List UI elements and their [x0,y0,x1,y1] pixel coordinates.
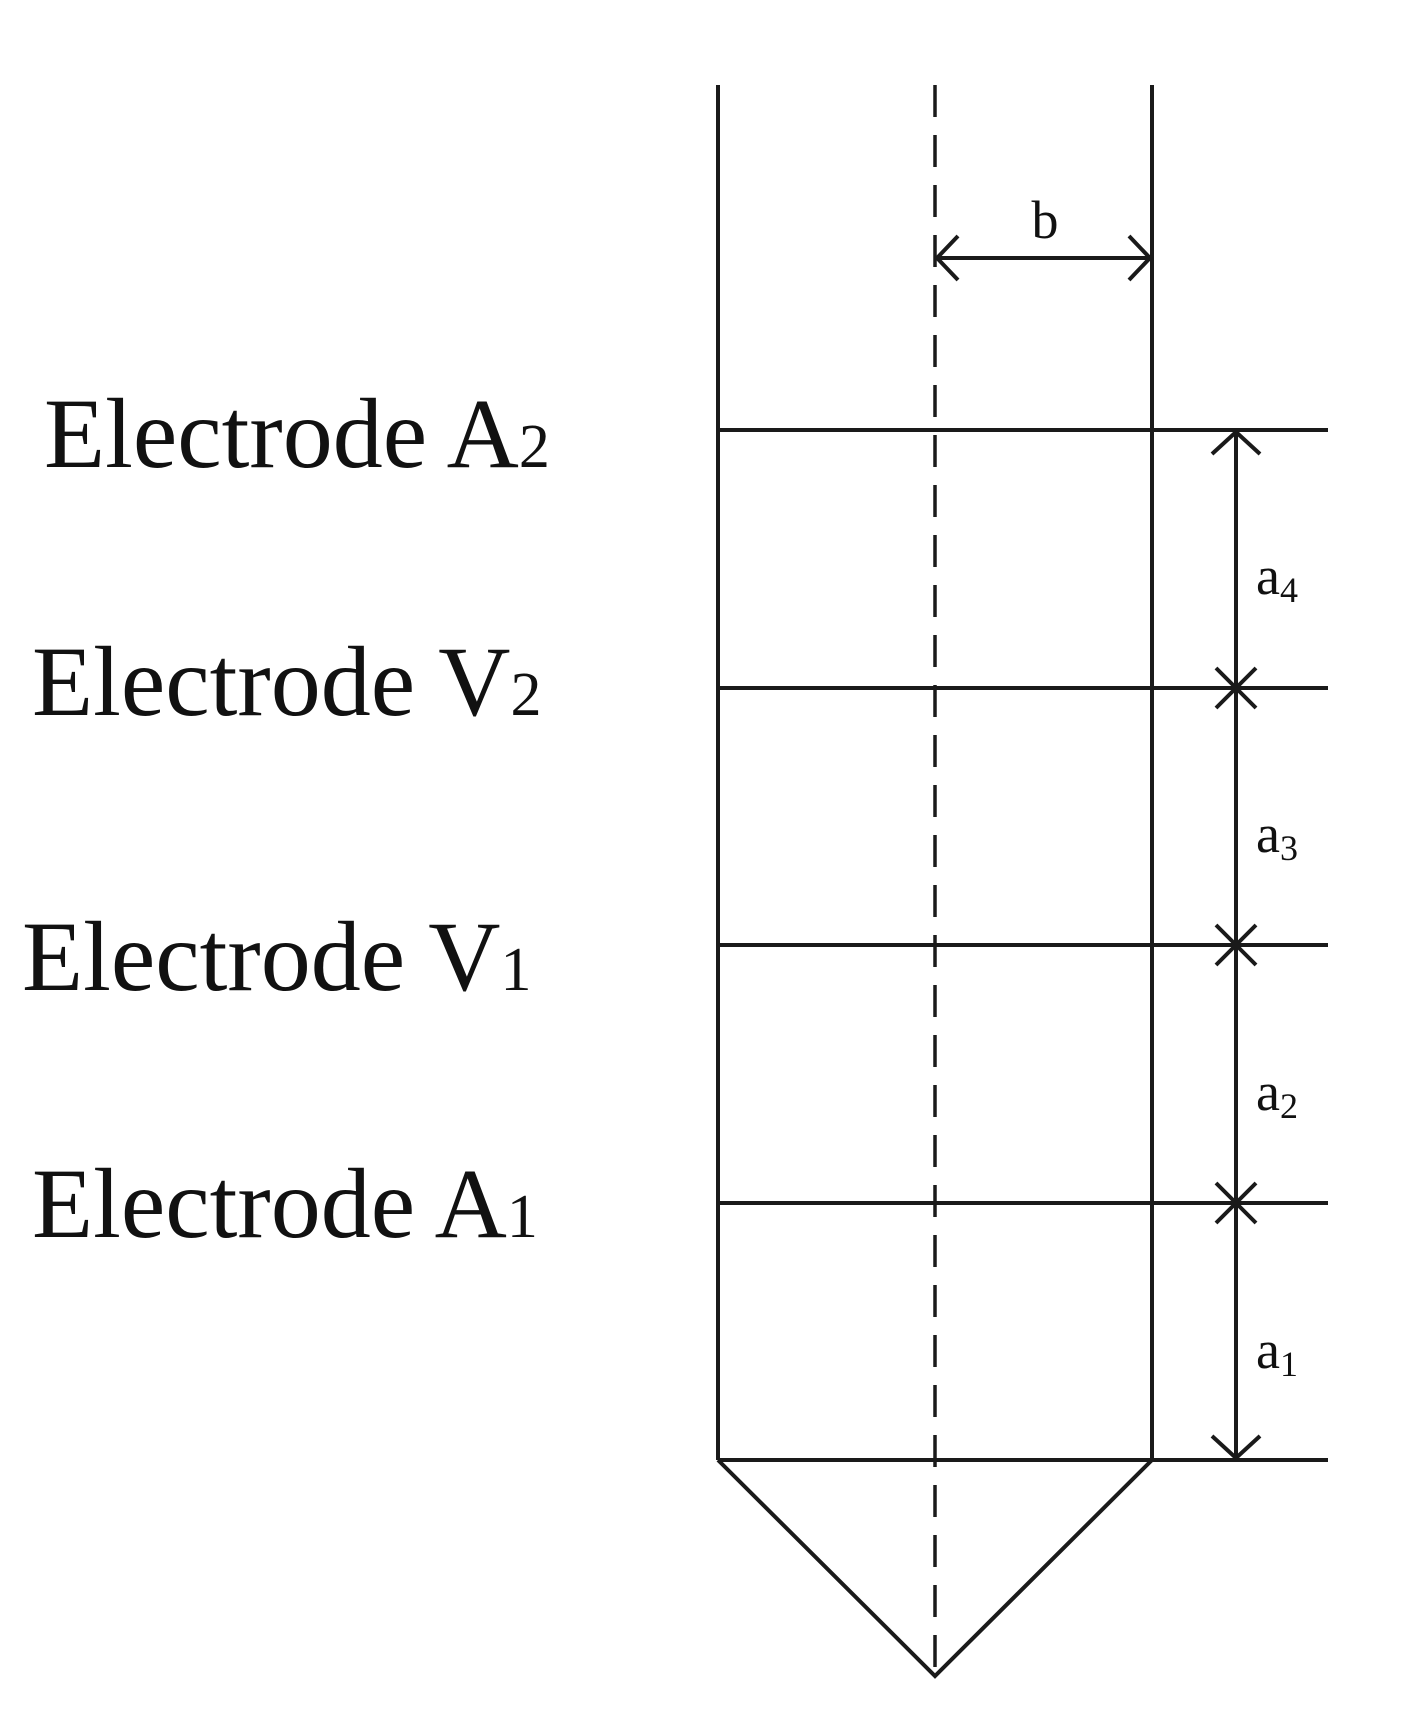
probe-tip [716,1458,1154,1679]
radius-label: b [1032,190,1059,250]
tick-mark-v1 [1214,923,1258,967]
radius-arrowhead-right [1127,234,1153,282]
spacing-label-a4: a4 [1256,546,1298,610]
electrode-label-v1: Electrode V1 [22,901,532,1012]
electrode-labels: Electrode A2 Electrode V2 Electrode V1 E… [22,378,550,1259]
electrode-label-a2: Electrode A2 [44,378,550,489]
electrode-label-a1: Electrode A1 [32,1148,538,1259]
spacing-arrowhead-bottom [1210,1434,1262,1461]
radius-dimension: b [934,190,1153,282]
tick-mark-v2 [1214,666,1258,710]
radius-arrowhead-left [934,234,960,282]
probe-body [716,85,1154,1679]
spacing-label-a2: a2 [1256,1062,1298,1126]
tick-mark-a1 [1214,1181,1258,1225]
spacing-label-a3: a3 [1256,804,1298,868]
spacing-arrowhead-top [1210,429,1262,456]
electrode-lines [718,428,1328,1462]
spacing-dimension: a4 a3 a2 a1 [1210,429,1298,1461]
spacing-label-a1: a1 [1256,1320,1298,1384]
electrode-label-v2: Electrode V2 [32,626,542,737]
